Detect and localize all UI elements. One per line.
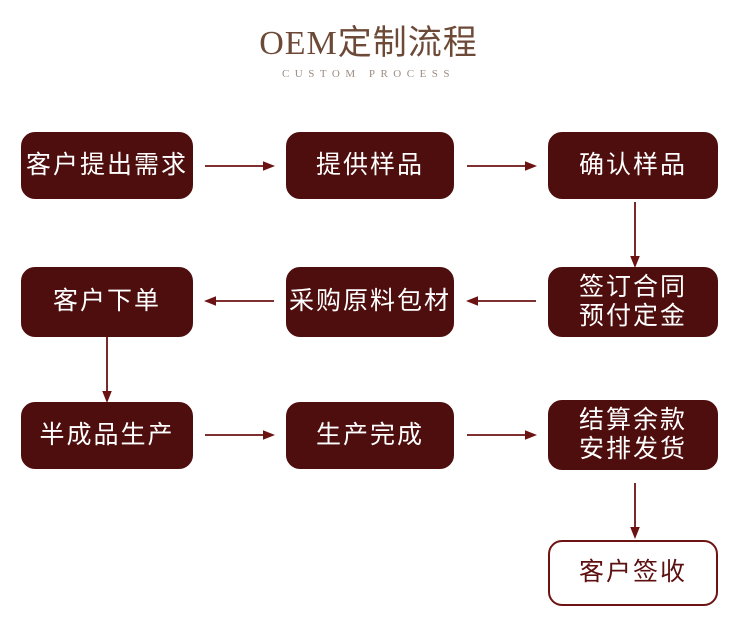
flow-node-customer-signoff[interactable]: 客户签收 xyxy=(548,540,718,606)
flow-node-label: 结算余款 安排发货 xyxy=(578,406,687,464)
flow-node-customer-order[interactable]: 客户下单 xyxy=(21,267,193,337)
page-subtitle: CUSTOM PROCESS xyxy=(281,68,456,81)
flow-node-label: 客户签收 xyxy=(578,559,687,587)
arrow-customer-order-to-semifinished-production xyxy=(98,337,116,403)
flow-node-semifinished-production[interactable]: 半成品生产 xyxy=(21,402,193,469)
flow-node-settle-balance-ship[interactable]: 结算余款 安排发货 xyxy=(548,400,718,470)
flow-node-confirm-sample[interactable]: 确认样品 xyxy=(548,132,718,199)
arrow-settle-balance-to-customer-signoff xyxy=(626,483,644,539)
arrow-customer-request-to-provide-sample xyxy=(205,157,275,175)
arrow-confirm-sample-to-sign-contract xyxy=(626,202,644,268)
flow-node-label: 采购原料包材 xyxy=(288,288,451,316)
flow-node-label: 确认样品 xyxy=(578,151,687,179)
flow-node-label: 客户提出需求 xyxy=(25,151,188,179)
page-title-block: OEM定制流程 CUSTOM PROCESS xyxy=(0,24,737,80)
flow-node-label: 半成品生产 xyxy=(39,421,175,449)
arrow-production-complete-to-settle-balance xyxy=(467,426,537,444)
flow-node-label: 生产完成 xyxy=(315,421,424,449)
arrow-purchase-materials-to-customer-order xyxy=(204,292,274,310)
flow-node-label: 客户下单 xyxy=(52,288,161,316)
flow-node-customer-request[interactable]: 客户提出需求 xyxy=(21,132,193,199)
arrow-provide-sample-to-confirm-sample xyxy=(467,157,537,175)
arrow-sign-contract-to-purchase-materials xyxy=(466,292,536,310)
flow-node-purchase-materials[interactable]: 采购原料包材 xyxy=(286,267,454,337)
arrow-semifinished-production-to-production-complete xyxy=(205,426,275,444)
flow-node-label: 提供样品 xyxy=(315,151,424,179)
flow-node-label: 签订合同 预付定金 xyxy=(578,273,687,331)
flow-node-sign-contract-prepay[interactable]: 签订合同 预付定金 xyxy=(548,267,718,337)
flow-node-provide-sample[interactable]: 提供样品 xyxy=(286,132,454,199)
page-title: OEM定制流程 xyxy=(259,25,478,62)
flow-node-production-complete[interactable]: 生产完成 xyxy=(286,402,454,469)
